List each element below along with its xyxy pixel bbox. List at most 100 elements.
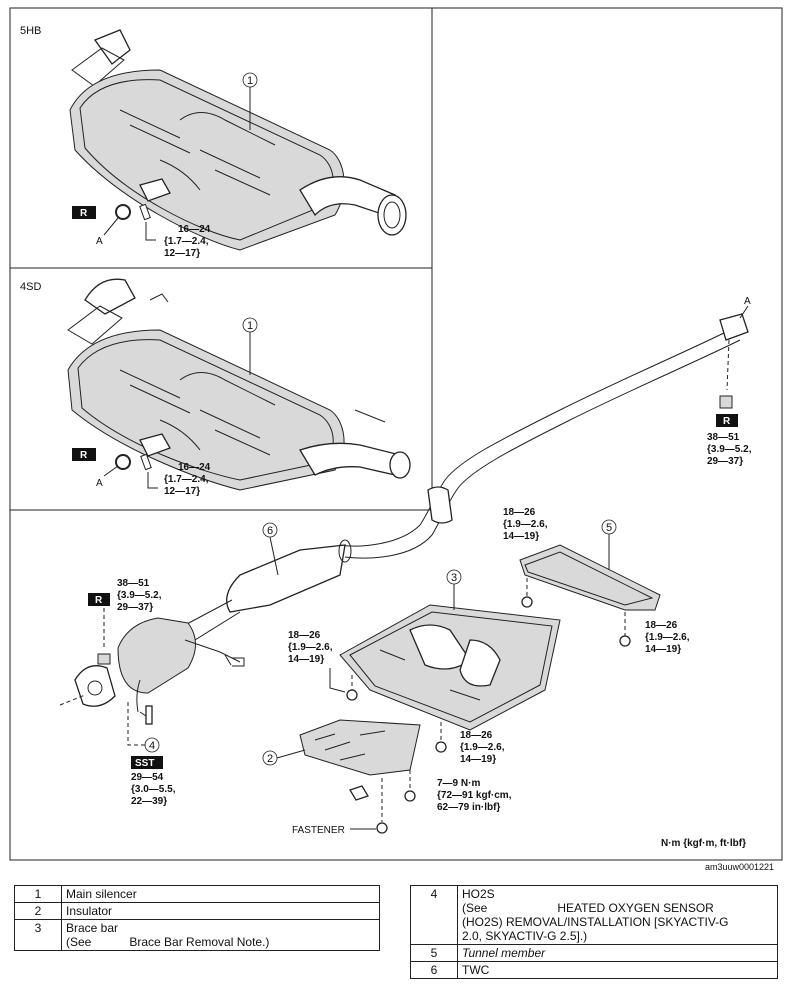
gasket-4sd: [115, 454, 131, 470]
legend-num: 5: [410, 944, 458, 962]
torque-sst-1: 29—54: [131, 772, 164, 783]
image-code: am3uuw0001221: [705, 862, 774, 870]
ho2s: [145, 705, 153, 725]
brace-bar: [339, 604, 561, 731]
legend-row: 2 Insulator: [14, 902, 380, 920]
replace-badge-5hb: [72, 206, 96, 219]
fastener-bolt: [376, 822, 388, 834]
bolt-tunnel-right: [619, 635, 631, 647]
legend-num: 4: [410, 885, 458, 945]
front-pipe: [339, 313, 749, 559]
legend-num: 6: [410, 961, 458, 979]
replace-badge-5hb-text: R: [80, 208, 88, 219]
nut-left: [97, 653, 111, 665]
torque-tunnel-top-1: 18—26: [503, 507, 536, 518]
see-link-ho2s-line2[interactable]: (HO2S) REMOVAL/INSTALLATION [SKYACTIV-G: [462, 915, 729, 929]
legend-text: HO2S: [462, 887, 495, 901]
legend-table-right: 4 HO2S (See HEATED OXYGEN SENSOR (HO2S) R…: [410, 885, 778, 979]
torque-left-1: 38—51: [117, 578, 150, 589]
torque-brace-bottom-1: 18—26: [460, 730, 493, 741]
see-link-ho2s-line3[interactable]: 2.0, SKYACTIV-G 2.5].): [462, 929, 588, 943]
exhaust-system-diagram: 5HB 4SD R A 16—24 {1.7—2.4, 12—17} 1 R: [9, 7, 783, 870]
gasket-5hb: [115, 204, 131, 220]
torque-a-right-1: 38—51: [707, 432, 740, 443]
legend-text: Main silencer: [61, 885, 380, 903]
legend-see: (See Brace Bar Removal Note.): [66, 935, 375, 949]
replace-badge-pipe-text: R: [723, 416, 731, 427]
legend-text: Insulator: [61, 902, 380, 920]
unit-note: N·m {kgf·m, ft·lbf}: [661, 838, 746, 849]
callout-4-num: 4: [149, 740, 155, 752]
legend-table-left: 1 Main silencer 2 Insulator 3 Brace bar …: [14, 885, 380, 951]
replace-badge-4sd: [72, 448, 96, 461]
inset-frame: [10, 7, 433, 511]
inset-label-5hb: 5HB: [20, 25, 41, 37]
point-a-5hb: A: [96, 236, 103, 247]
torque-insulator-1: 7—9 N·m: [437, 778, 480, 789]
torque-brace-bottom-2: {1.9—2.6,: [460, 742, 505, 753]
front-catalyst: [74, 617, 245, 717]
torque-4sd-3: 12—17}: [164, 486, 200, 497]
bolt-brace-bottom: [435, 741, 447, 753]
callout-1-5hb-num: 1: [247, 75, 253, 87]
legend-row: 4 HO2S (See HEATED OXYGEN SENSOR (HO2S) R…: [410, 885, 778, 945]
torque-a-right-3: 29—37}: [707, 456, 743, 467]
fastener-label: FASTENER: [292, 825, 345, 836]
torque-tunnel-right-1: 18—26: [645, 620, 678, 631]
torque-4sd-2: {1.7—2.4,: [164, 474, 209, 485]
callout-1-4sd-num: 1: [247, 320, 253, 332]
inset-label-4sd: 4SD: [20, 281, 41, 293]
see-prefix: (See: [462, 901, 488, 915]
see-link-brace-bar[interactable]: Brace Bar Removal Note.): [129, 935, 270, 949]
sst-badge-text: SST: [135, 758, 154, 769]
sst-badge: [131, 756, 163, 769]
torque-5hb-2: {1.7—2.4,: [164, 236, 209, 247]
torque-4sd-1: 16—24: [178, 462, 211, 473]
legend-row: 6 TWC: [410, 961, 778, 979]
torque-sst-2: {3.0—5.5,: [131, 784, 176, 795]
legend-cell: HO2S (See HEATED OXYGEN SENSOR (HO2S) REM…: [457, 885, 778, 945]
torque-brace-left-2: {1.9—2.6,: [288, 642, 333, 653]
main-silencer-4sd: [67, 278, 411, 491]
bolt-insulator: [404, 790, 416, 802]
point-a-4sd: A: [96, 478, 103, 489]
main-silencer-5hb: [69, 29, 407, 251]
callout-4: [144, 737, 160, 753]
nut-pipe: [719, 395, 733, 409]
torque-5hb-3: 12—17}: [164, 248, 200, 259]
point-a-pipe: A: [744, 296, 751, 307]
bolt-tunnel-top: [521, 596, 533, 608]
callout-5-num: 5: [606, 522, 612, 534]
torque-left-3: 29—37}: [117, 602, 153, 613]
torque-brace-left-3: 14—19}: [288, 654, 324, 665]
legend-row: 5 Tunnel member: [410, 944, 778, 962]
bolt-brace-left: [346, 689, 358, 701]
torque-a-right-2: {3.9—5.2,: [707, 444, 752, 455]
legend-row: 1 Main silencer: [14, 885, 380, 903]
legend-text: TWC: [457, 961, 778, 979]
torque-tunnel-top-2: {1.9—2.6,: [503, 519, 548, 530]
legend-num: 1: [14, 885, 62, 903]
torque-tunnel-right-3: 14—19}: [645, 644, 681, 655]
callout-6-num: 6: [267, 525, 273, 537]
twc: [184, 539, 352, 641]
torque-sst-3: 22—39}: [131, 796, 167, 807]
torque-brace-bottom-3: 14—19}: [460, 754, 496, 765]
torque-5hb-1: 16—24: [178, 224, 211, 235]
legend-see: (See HEATED OXYGEN SENSOR: [462, 901, 773, 915]
legend-num: 2: [14, 902, 62, 920]
see-link-ho2s[interactable]: HEATED OXYGEN SENSOR: [557, 901, 714, 915]
bolt-5hb: [139, 203, 151, 221]
bolt-4sd: [140, 453, 152, 471]
fastener-clip: [349, 785, 369, 801]
legend-text: Tunnel member: [457, 944, 778, 962]
replace-badge-left-text: R: [95, 595, 103, 606]
tunnel-member: [519, 544, 661, 611]
torque-brace-left-1: 18—26: [288, 630, 321, 641]
torque-tunnel-right-2: {1.9—2.6,: [645, 632, 690, 643]
torque-left-2: {3.9—5.2,: [117, 590, 162, 601]
see-prefix: (See: [66, 935, 92, 949]
insulator: [299, 719, 421, 776]
